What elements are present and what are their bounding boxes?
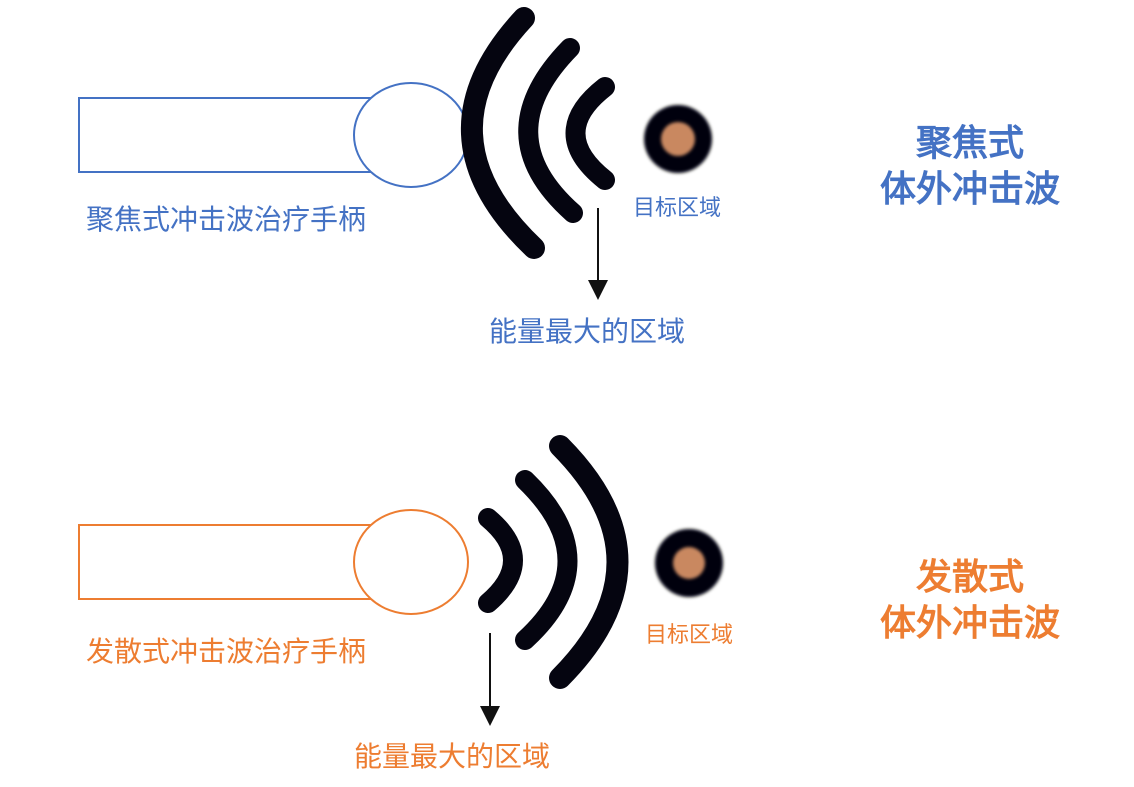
divergent-waves xyxy=(478,435,629,689)
divergent-wave-inner xyxy=(478,508,523,613)
focused-handle-label: 聚焦式冲击波治疗手柄 xyxy=(86,203,367,236)
focused-title: 聚焦式 体外冲击波 xyxy=(855,121,1085,213)
divergent-wave-outer xyxy=(549,435,629,689)
focused-wave-outer xyxy=(461,7,545,259)
divergent-handle-body xyxy=(78,524,378,600)
divergent-target-label: 目标区域 xyxy=(645,623,734,648)
focused-energy-label: 能量最大的区域 xyxy=(489,315,686,348)
focused-handle xyxy=(78,82,469,188)
focused-title-line2: 体外冲击波 xyxy=(879,169,1060,210)
focused-handle-body xyxy=(78,97,380,173)
divergent-handle xyxy=(78,509,469,615)
divergent-title-line1: 发散式 xyxy=(915,557,1024,598)
focused-target xyxy=(644,105,712,173)
divergent-wave-middle xyxy=(515,470,578,650)
focused-waves xyxy=(461,7,615,259)
divergent-energy-label: 能量最大的区域 xyxy=(354,740,551,773)
divergent-target xyxy=(655,529,723,597)
focused-title-line1: 聚焦式 xyxy=(915,123,1024,164)
focused-wave-middle xyxy=(518,38,583,223)
divergent-handle-label: 发散式冲击波治疗手柄 xyxy=(86,635,367,668)
focused-handle-head xyxy=(353,82,469,188)
divergent-title-line2: 体外冲击波 xyxy=(879,603,1060,644)
focused-wave-inner xyxy=(565,77,615,190)
divergent-handle-head xyxy=(353,509,469,615)
focused-target-label: 目标区域 xyxy=(633,196,722,221)
divergent-title: 发散式 体外冲击波 xyxy=(855,555,1085,647)
